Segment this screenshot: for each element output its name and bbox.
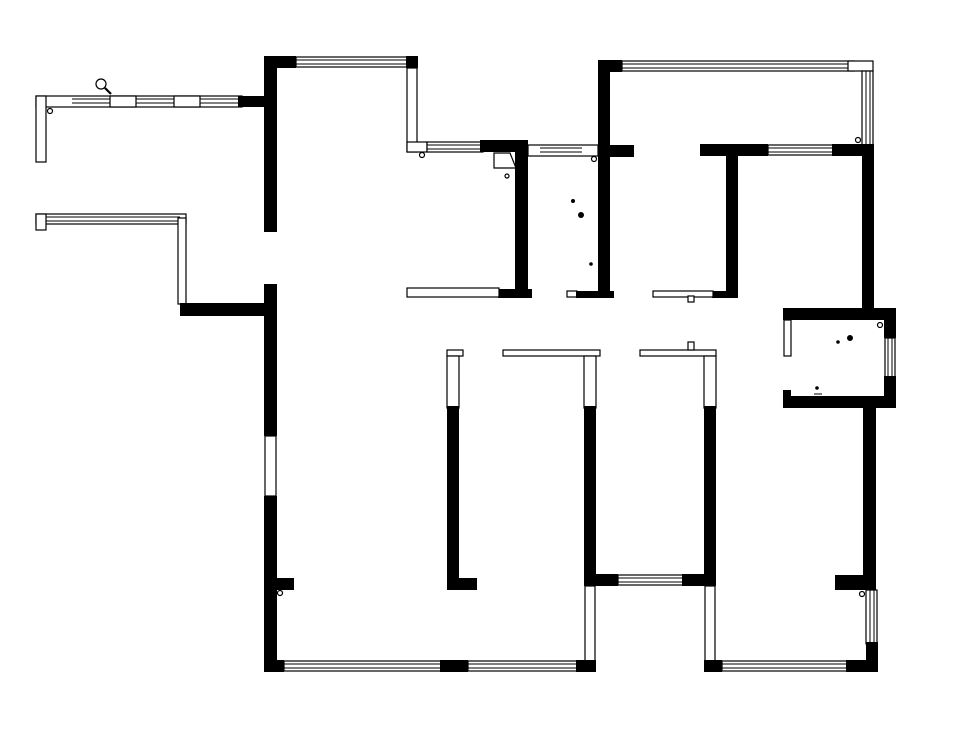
right-side-window: [861, 70, 874, 146]
toilet-fixture: [493, 152, 517, 169]
balcony-bottom-window: [35, 213, 187, 225]
wall-balcony-top: [238, 96, 268, 107]
top-right-room: [598, 60, 874, 310]
top-right-window: [621, 60, 855, 72]
outlet-marker-icon: [876, 321, 884, 329]
bottom-window-1: [283, 660, 443, 672]
middle-partitions: [446, 341, 717, 663]
balcony-left-post: [35, 95, 47, 163]
corridor-top: [527, 144, 614, 298]
left-balcony: [35, 78, 270, 316]
bath-partition: [406, 287, 500, 298]
bottom-right-room: [704, 575, 878, 672]
drain-dot-icon: [578, 212, 584, 218]
bathroom-2: [783, 308, 896, 590]
outlet-marker-icon: [590, 155, 598, 163]
top-window-1: [295, 56, 409, 68]
balcony-right-post: [177, 217, 187, 305]
top-left-room: [264, 56, 484, 159]
drain-dot-icon: [836, 340, 840, 344]
top-window-2: [426, 141, 484, 153]
drain-dot-icon: [571, 199, 575, 203]
corridor-window: [527, 144, 599, 157]
outlet-marker-icon: [858, 590, 866, 598]
balcony-top-window: [35, 95, 243, 108]
outlet-marker-icon: [276, 589, 284, 597]
inner-room-window: [617, 574, 685, 586]
bottom-window-3: [721, 660, 849, 672]
bottom-left-room: [264, 660, 596, 672]
magnifier-icon: [95, 78, 112, 95]
drain-dot-icon: [504, 173, 510, 179]
outlet-marker-icon: [46, 107, 54, 115]
bottom-window-2: [467, 660, 579, 672]
left-wall-window: [264, 435, 277, 497]
drain-dot-icon: [589, 262, 593, 266]
main-left-wall: [264, 56, 294, 672]
bottom-right-side-window: [865, 589, 878, 645]
drain-dot-icon: [815, 386, 819, 390]
outlet-marker-icon: [854, 136, 862, 144]
drain-dot-icon: [847, 335, 853, 341]
inner-window: [767, 144, 835, 156]
outlet-marker-icon: [418, 151, 426, 159]
bath2-window: [884, 337, 896, 379]
wall-balcony-bottom: [180, 303, 270, 316]
bathroom-1: [406, 140, 532, 298]
